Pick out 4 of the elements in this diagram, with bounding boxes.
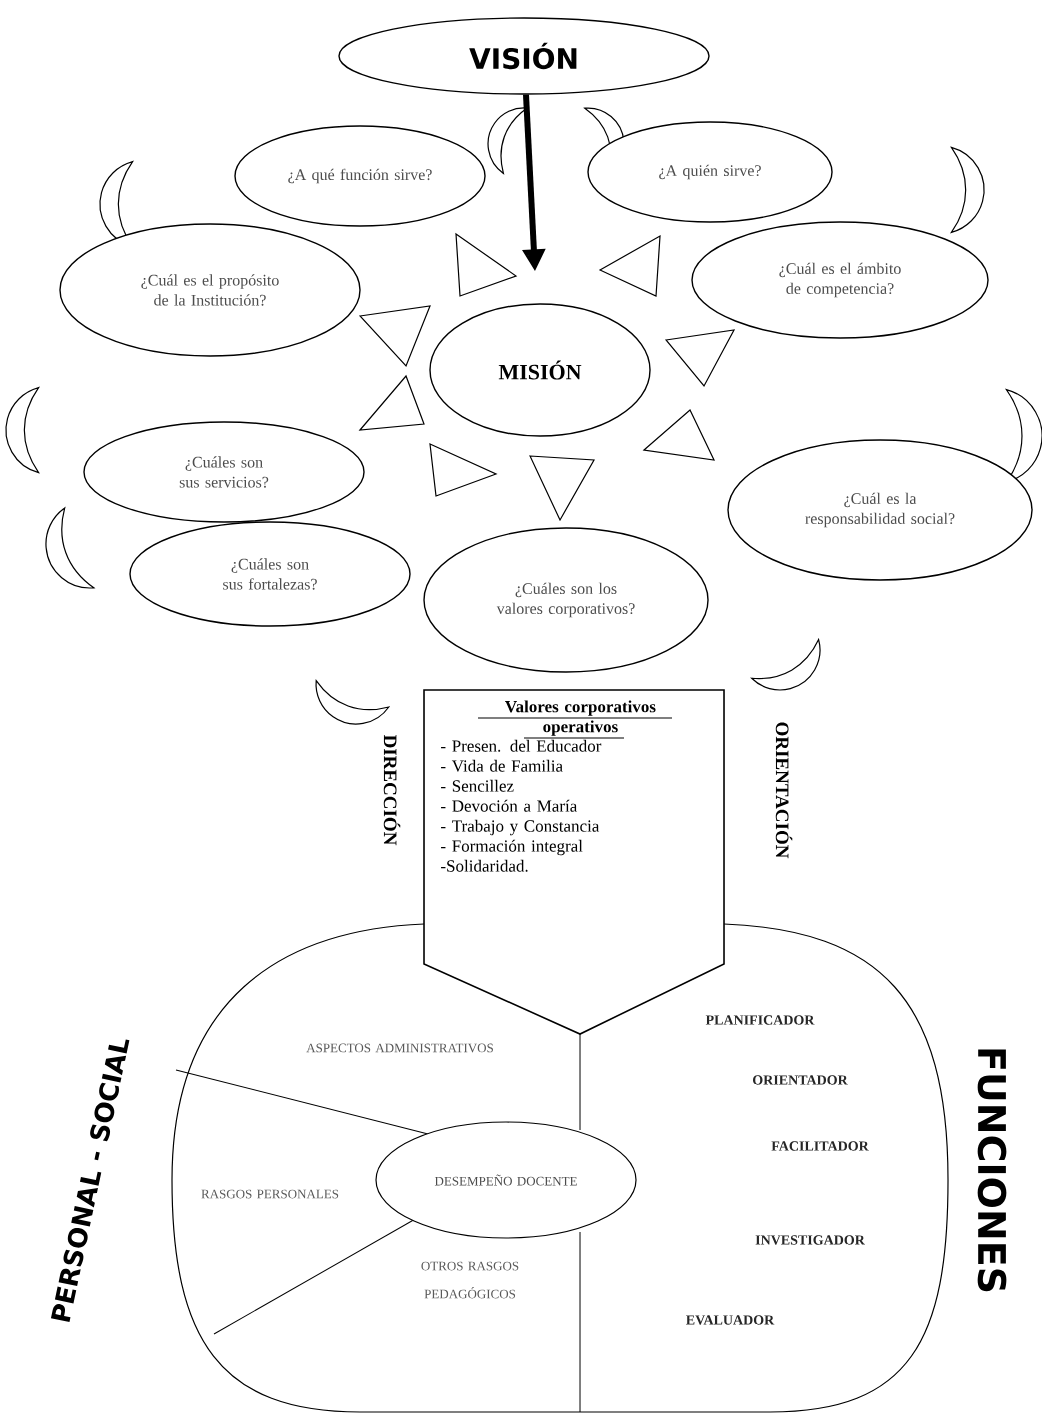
node-label: ¿Cuál es la responsabilidad social? bbox=[805, 492, 955, 528]
side-heading: FUNCIONES bbox=[977, 1049, 1007, 1292]
side-label: ORIENTACIÓN bbox=[775, 722, 793, 859]
side-label: DIRECCIÓN bbox=[383, 734, 401, 846]
